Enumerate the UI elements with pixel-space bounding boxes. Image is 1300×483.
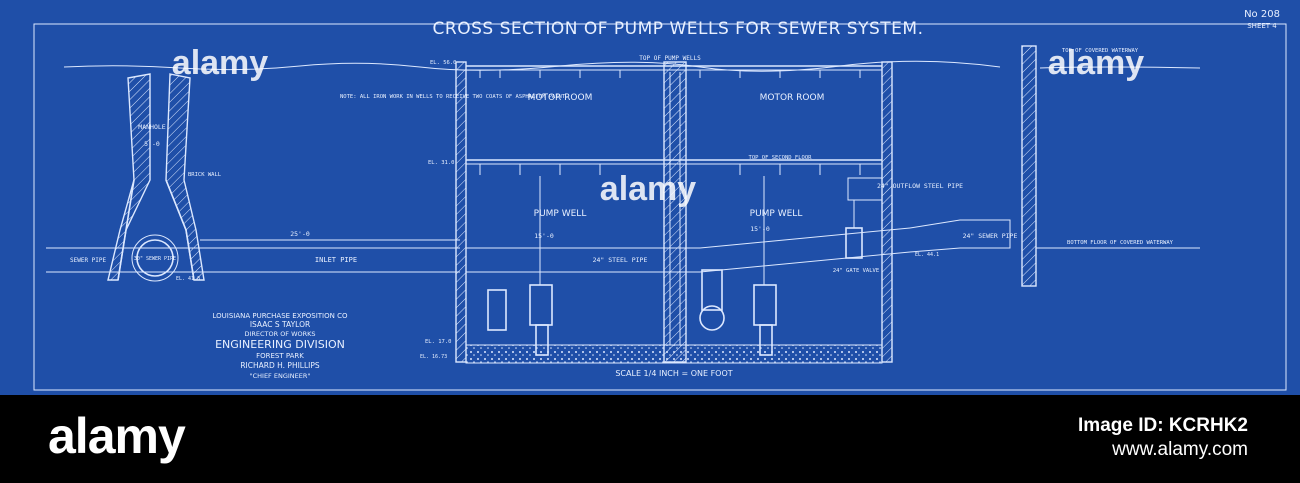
stamp-line2: ISAAC S TAYLOR: [250, 320, 310, 329]
drawing-title: CROSS SECTION OF PUMP WELLS FOR SEWER SY…: [433, 19, 924, 39]
pump-well-right: PUMP WELL: [750, 209, 803, 219]
steel-pipe-label: 24" STEEL PIPE: [593, 256, 648, 264]
waterway-top-line: [1039, 66, 1201, 69]
pump-well-left: PUMP WELL: [534, 209, 587, 219]
manhole: [107, 73, 205, 282]
blueprint-drawing: CROSS SECTION OF PUMP WELLS FOR SEWER SY…: [33, 9, 1287, 391]
manhole-label: MANHOLE: [138, 123, 165, 131]
sewer-pipe-left-label: SEWER PIPE: [70, 257, 107, 264]
top-covered-waterway-label: TOP OF COVERED WATERWAY: [1062, 48, 1139, 54]
sheet-label: SHEET 4: [1247, 22, 1277, 30]
pump-left: [487, 176, 553, 356]
watermark-2: alamy: [600, 170, 696, 208]
outflow-box: [847, 177, 883, 201]
scale-label: SCALE 1/4 INCH = ONE FOOT: [615, 369, 732, 378]
sheet-number: No 208: [1244, 9, 1280, 20]
el-mid: EL. 31.0: [428, 160, 455, 166]
el-top: EL. 56.0: [430, 60, 457, 66]
blueprint-sheet: CROSS SECTION OF PUMP WELLS FOR SEWER SY…: [0, 0, 1300, 395]
dim-15-left: 15'-0: [534, 232, 554, 240]
site-url: www.alamy.com: [1112, 439, 1248, 460]
stamp-line6: RICHARD H. PHILLIPS: [240, 361, 320, 370]
el-bottom: EL. 16.73: [420, 354, 447, 360]
stamp-line7: "CHIEF ENGINEER": [250, 372, 311, 380]
sewer-pipe-circle-label: 30" SEWER PIPE: [134, 256, 176, 262]
sewer-pipe-right-label: 24" SEWER PIPE: [963, 232, 1018, 240]
stamp-line5: FOREST PARK: [256, 352, 304, 360]
image-id: Image ID: KCRHK2: [1078, 415, 1248, 436]
motor-room-right: MOTOR ROOM: [760, 93, 825, 103]
steel-pipe-bottom: [466, 251, 911, 273]
manhole-dim: 5'-0: [144, 140, 160, 148]
gate-valve-label: 24" GATE VALVE: [833, 268, 879, 274]
dim-15-right: 15'-0: [750, 225, 770, 233]
watermark-group: alamy alamy alamy: [172, 44, 1144, 208]
stamp-line4: ENGINEERING DIVISION: [215, 338, 345, 351]
el-low: EL. 17.0: [425, 339, 452, 345]
pump-right: [699, 176, 777, 356]
engineering-stamp: LOUISIANA PURCHASE EXPOSITION CO ISAAC S…: [213, 312, 348, 380]
footer-bar: alamy Image ID: KCRHK2 www.alamy.com: [0, 395, 1300, 483]
top-pump-well-label: TOP OF PUMP WELLS: [639, 55, 701, 62]
brick-wall-label: BRICK WALL: [188, 172, 222, 178]
el-sewer: EL. 41.8: [176, 276, 200, 282]
stamp-line1: LOUISIANA PURCHASE EXPOSITION CO: [213, 312, 348, 320]
motor-room-left: MOTOR ROOM: [528, 93, 593, 103]
sewer-pipe-right-shape: [909, 219, 1011, 253]
ladder: [669, 72, 681, 345]
waterway-wall: [1021, 45, 1037, 287]
watermark-1: alamy: [172, 44, 268, 82]
bottom-floor-label: BOTTOM FLOOR OF COVERED WATERWAY: [1067, 240, 1174, 246]
note-text: NOTE: ALL IRON WORK IN WELLS TO RECEIVE …: [340, 94, 568, 100]
stamp-line3: DIRECTOR OF WORKS: [244, 330, 315, 338]
ceiling-hangers: [479, 70, 861, 175]
dim-25: 25'-0: [290, 230, 310, 238]
el-right: EL. 44.1: [915, 252, 939, 258]
alamy-logo: alamy: [48, 408, 186, 464]
outflow-pipe-label: 24" OUTFLOW STEEL PIPE: [877, 182, 963, 190]
inlet-pipe-label: INLET PIPE: [315, 256, 357, 264]
top-second-floor-label: TOP OF SECOND FLOOR: [749, 155, 813, 161]
steel-pipe-top: [466, 227, 911, 249]
sheet-border: [33, 23, 1287, 391]
pump-house: [455, 61, 893, 364]
watermark-3: alamy: [1048, 44, 1144, 82]
